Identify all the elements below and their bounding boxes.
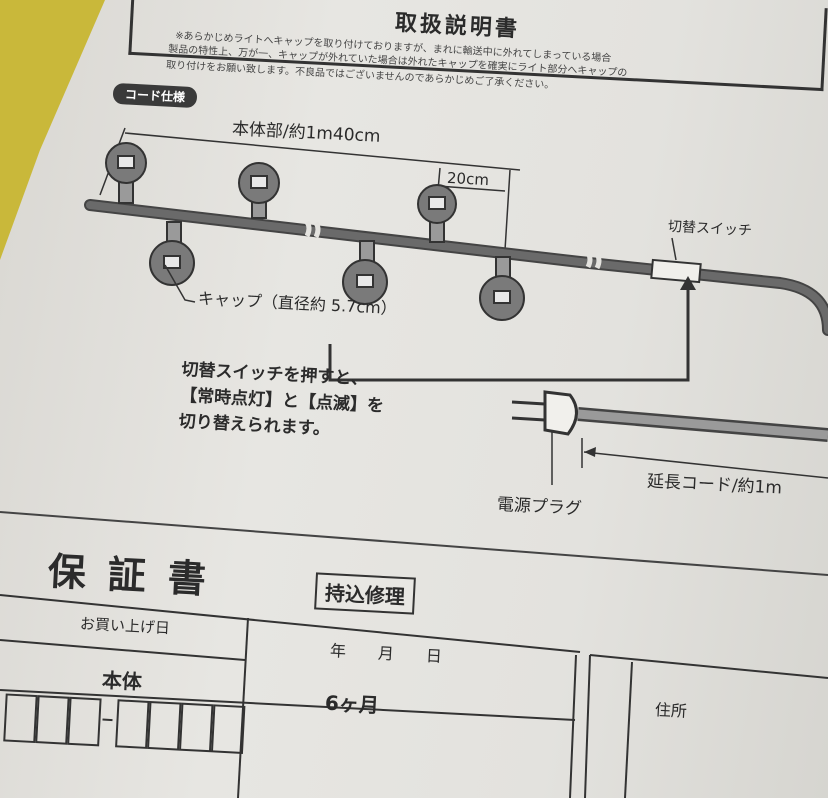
- cap-leader-line: [164, 264, 196, 303]
- light-bulbs: [105, 142, 525, 321]
- cord-dimension-line: [583, 451, 828, 479]
- length-dimension-line: [124, 132, 521, 171]
- address-label: 住所: [654, 700, 688, 721]
- bulb-6: [479, 256, 525, 321]
- cord-break-2: [585, 251, 593, 269]
- warranty-title: 保証書: [46, 549, 229, 603]
- switch-callout-line: [328, 286, 690, 382]
- postal-hyphen: [102, 718, 113, 722]
- section-divider: [0, 511, 828, 576]
- spacing-label: 20cm: [446, 168, 490, 190]
- bulb-5: [342, 240, 388, 305]
- bulb-4: [149, 221, 195, 286]
- postal-digit-box[interactable]: [210, 704, 246, 754]
- warranty-table: [0, 594, 828, 798]
- switch-instructions: 切替スイッチを押すと、 【常時点灯】と【点滅】を 切り替えられます。: [178, 357, 386, 446]
- postal-digit-box[interactable]: [115, 699, 150, 749]
- warranty-period: 6ヶ月: [324, 690, 380, 718]
- power-plug: [511, 390, 578, 436]
- spacing-dimension-line: [437, 185, 506, 192]
- power-plug-label: 電源プラグ: [496, 494, 583, 520]
- spacing-dimension-tick-right: [504, 169, 511, 251]
- postal-digit-box[interactable]: [178, 702, 214, 753]
- repair-type-badge: 持込修理: [314, 572, 416, 615]
- product-label: 本体: [101, 667, 143, 695]
- postal-digit-box[interactable]: [67, 696, 102, 747]
- postal-digit-box[interactable]: [3, 693, 38, 744]
- postal-digit-box[interactable]: [147, 700, 182, 751]
- cord-dimension-arrow: [584, 447, 596, 457]
- switch-callout-arrow: [680, 276, 696, 290]
- cord-break-1: [304, 220, 312, 238]
- switch-box: [650, 258, 702, 284]
- bulb-3: [417, 184, 457, 243]
- switch-leader-line: [671, 237, 677, 261]
- bulb-1: [105, 142, 147, 204]
- postal-digit-box[interactable]: [35, 695, 70, 745]
- bulb-2: [238, 162, 280, 219]
